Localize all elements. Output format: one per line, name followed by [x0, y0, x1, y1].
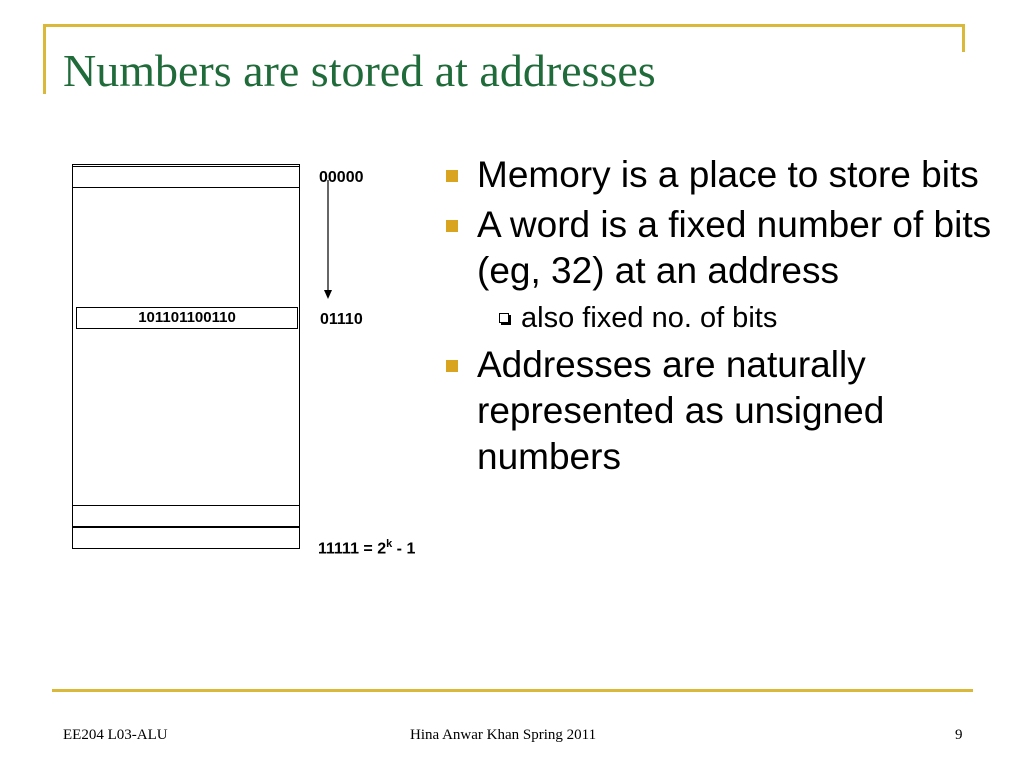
- address-last: 11111 = 2k - 1: [318, 538, 415, 558]
- memory-cell-first: [72, 166, 300, 188]
- sub-bullet-text: also fixed no. of bits: [521, 302, 778, 334]
- square-bullet-icon: [446, 360, 458, 372]
- slide-title: Numbers are stored at addresses: [63, 45, 656, 96]
- square-bullet-icon: [446, 220, 458, 232]
- bullet-list: Memory is a place to store bits A word i…: [441, 152, 1001, 484]
- title-frame-top-rule: [43, 24, 964, 27]
- page-number: 9: [955, 727, 963, 743]
- title-frame-right-rule: [962, 24, 965, 52]
- sub-bullet-item: also fixed no. of bits: [441, 298, 1001, 338]
- footer-rule: [52, 689, 973, 692]
- memory-word-value: 101101100110: [138, 309, 236, 326]
- hollow-square-bullet-icon: [499, 313, 509, 323]
- memory-block: [72, 164, 300, 549]
- footer-author: Hina Anwar Khan Spring 2011: [410, 727, 597, 743]
- address-last-exponent: k: [386, 538, 393, 550]
- address-arrow-icon: [324, 180, 332, 299]
- memory-cell-second-last: [72, 505, 300, 527]
- bullet-item: A word is a fixed number of bits (eg, 32…: [441, 202, 1001, 294]
- bullet-text: Addresses are naturally represented as u…: [477, 344, 885, 477]
- square-bullet-icon: [446, 170, 458, 182]
- bullet-item: Memory is a place to store bits: [441, 152, 1001, 198]
- title-frame-left-rule: [43, 24, 46, 94]
- address-word: 01110: [320, 311, 363, 328]
- address-first: 00000: [319, 169, 364, 186]
- bullet-text: A word is a fixed number of bits (eg, 32…: [477, 204, 992, 291]
- memory-cell-word: [76, 307, 298, 329]
- bullet-item: Addresses are naturally represented as u…: [441, 342, 1001, 480]
- memory-cell-last: [72, 527, 300, 549]
- footer-course: EE204 L03-ALU: [63, 727, 168, 743]
- bullet-text: Memory is a place to store bits: [477, 154, 979, 195]
- address-last-prefix: 11111 = 2: [318, 540, 387, 558]
- address-last-suffix: - 1: [392, 540, 416, 558]
